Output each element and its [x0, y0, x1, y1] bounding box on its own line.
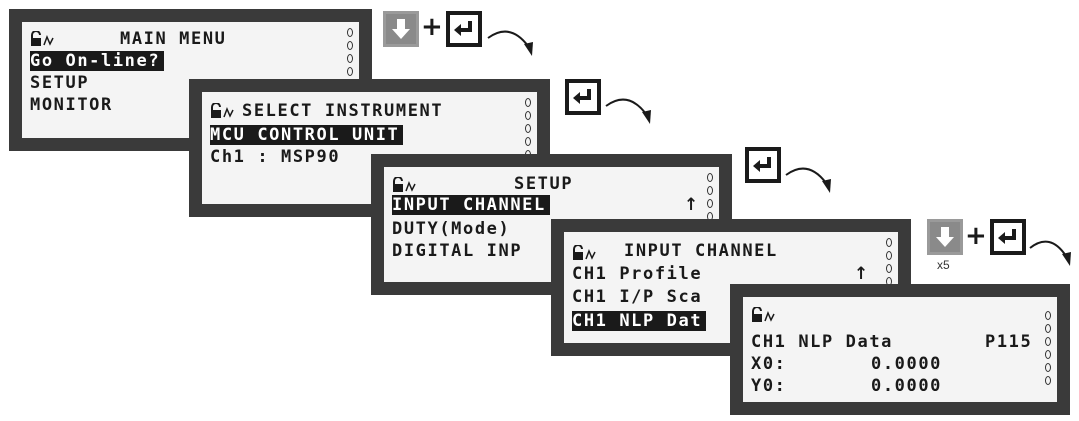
scroll-up-arrow: ↑ — [684, 195, 699, 215]
plus-sign: + — [965, 221, 987, 251]
y-label: Y0: — [751, 376, 787, 396]
lock-icon — [393, 177, 416, 192]
menu-line-selected[interactable]: INPUT CHANNEL — [392, 194, 550, 216]
screen-nlp-data: CH1 NLP Data P115 X0: 0.0000 Y0: 0.0000 — [730, 284, 1070, 415]
screen-title: SETUP — [514, 174, 574, 194]
curved-arrow-icon — [487, 30, 533, 56]
enter-key-icon — [990, 219, 1026, 255]
repeat-count-label: x5 — [937, 258, 950, 272]
enter-key-icon — [565, 79, 601, 115]
menu-line-selected[interactable]: MCU CONTROL UNIT — [210, 124, 404, 146]
parameter-label: CH1 NLP Data — [751, 332, 894, 352]
lock-icon — [31, 31, 54, 46]
screen-title: MAIN MENU — [120, 29, 227, 49]
plus-sign: + — [421, 12, 443, 42]
lock-icon — [211, 103, 234, 118]
curved-arrow-icon — [1029, 240, 1071, 266]
scroll-up-arrow: ↑ — [854, 264, 869, 284]
indicator-dots — [1045, 311, 1051, 385]
down-key-icon — [383, 11, 419, 47]
menu-line[interactable]: MONITOR — [30, 95, 113, 115]
menu-line[interactable]: CH1 I/P Sca — [572, 287, 703, 307]
curved-arrow-icon — [605, 98, 651, 124]
menu-line[interactable]: SETUP — [30, 73, 90, 93]
screen-title: SELECT INSTRUMENT — [242, 101, 444, 121]
enter-key-icon — [446, 11, 482, 47]
menu-line[interactable]: CH1 Profile — [572, 264, 703, 284]
down-key-icon — [927, 219, 963, 255]
enter-key-icon — [745, 147, 781, 183]
menu-line[interactable]: DUTY(Mode) — [392, 219, 511, 239]
y-value[interactable]: 0.0000 — [871, 376, 943, 396]
menu-line-selected[interactable]: CH1 NLP Dat — [572, 310, 707, 332]
lock-icon — [573, 245, 596, 260]
screen-title: INPUT CHANNEL — [624, 241, 778, 261]
indicator-dots — [525, 98, 531, 159]
lcd-display: CH1 NLP Data P115 X0: 0.0000 Y0: 0.0000 — [743, 297, 1057, 402]
x-value[interactable]: 0.0000 — [871, 354, 943, 374]
parameter-code: P115 — [985, 332, 1033, 352]
menu-line[interactable]: Ch1 : MSP90 — [210, 147, 341, 167]
menu-line-selected[interactable]: Go On-line? — [30, 50, 165, 72]
lock-icon — [752, 307, 775, 322]
curved-arrow-icon — [785, 167, 831, 193]
x-label: X0: — [751, 354, 787, 374]
menu-line[interactable]: DIGITAL INP — [392, 241, 523, 261]
